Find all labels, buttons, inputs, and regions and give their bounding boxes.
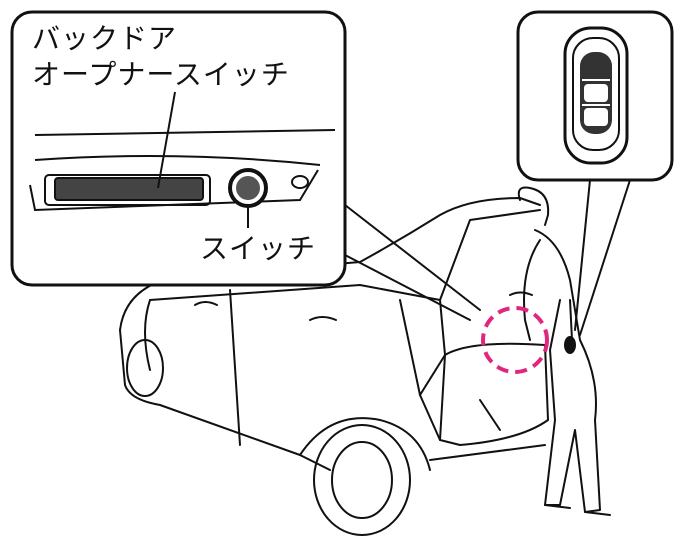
opener-label-line2: オープナースイッチ [32,58,290,91]
key-fob-in-hand [564,336,576,354]
switch-label: スイッチ [200,232,317,265]
opener-leader-line [157,91,176,189]
person-drawing [517,186,611,516]
opener-switch-bar [54,177,204,201]
key-callout-box [516,10,674,182]
highlight-circle [481,306,549,374]
car-drawing [119,197,549,536]
opener-callout-box [10,10,347,287]
opener-label-line1: バックドア [32,22,178,55]
